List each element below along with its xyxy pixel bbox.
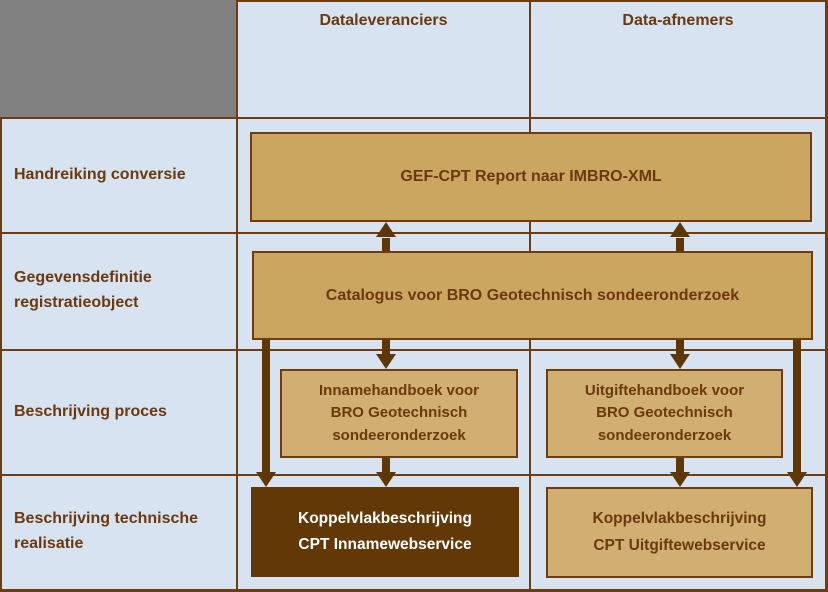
box-gef-cpt-report-naar-imbro-xml: GEF-CPT Report naar IMBRO-XML: [250, 132, 812, 222]
arrow-down-icon: [670, 472, 690, 487]
box-koppelvlakbeschrijving-cpt-innamewebservice: Koppelvlakbeschrijving CPT Innamewebserv…: [251, 487, 519, 577]
box-innamehandboek: Innamehandboek voor BRO Geotechnisch son…: [280, 369, 518, 458]
arrow-stem-catalogus-to-innamehandboek: [382, 336, 390, 355]
box-koppelvlakbeschrijving-cpt-uitgiftewebservice: Koppelvlakbeschrijving CPT Uitgiftewebse…: [546, 487, 813, 578]
grid-line-horizontal-2: [0, 232, 828, 234]
arrow-stem-catalogus-to-gef-left: [382, 238, 390, 254]
outer-border-right: [825, 0, 828, 592]
column-header-data-afnemers: Data-afnemers: [622, 12, 734, 29]
outer-border-left: [0, 0, 2, 592]
corner-gray-cell: [0, 0, 236, 117]
box-catalogus-bro-geotechnisch-sondeeronderzoek: Catalogus voor BRO Geotechnisch sondeero…: [252, 251, 813, 340]
grid-line-vertical-1: [236, 0, 238, 592]
arrow-stem-catalogus-to-koppelvlak-inname: [262, 336, 270, 472]
column-header-dataleveranciers: Dataleveranciers: [319, 12, 448, 29]
row-label-gegevensdefinitie-registratieobject: Gegevensdefinitie registratieobject: [14, 269, 152, 311]
arrow-up-icon: [376, 222, 396, 237]
arrow-up-icon: [670, 222, 690, 237]
arrow-stem-innamehandboek-to-koppelvlak: [382, 452, 390, 472]
row-label-handreiking-conversie: Handreiking conversie: [14, 165, 186, 183]
arrow-down-icon: [787, 472, 807, 487]
grid-line-horizontal-4: [0, 474, 828, 476]
arrow-stem-catalogus-to-gef-right: [676, 238, 684, 254]
outer-border-bottom: [0, 589, 828, 592]
arrow-down-icon: [376, 472, 396, 487]
box-uitgiftehandboek: Uitgiftehandboek voor BRO Geotechnisch s…: [546, 369, 783, 458]
arrow-down-icon: [256, 472, 276, 487]
row-label-beschrijving-technische-realisatie: Beschrijving technische realisatie: [14, 510, 199, 552]
arrow-down-icon: [670, 354, 690, 369]
grid-line-horizontal-1: [0, 117, 828, 119]
row-label-beschrijving-proces: Beschrijving proces: [14, 402, 167, 420]
arrow-down-icon: [376, 354, 396, 369]
arrow-stem-catalogus-to-koppelvlak-uitgifte: [793, 336, 801, 472]
arrow-stem-catalogus-to-uitgiftehandboek: [676, 336, 684, 355]
grid-line-horizontal-3: [0, 349, 828, 351]
outer-border-top: [0, 0, 828, 2]
arrow-stem-uitgiftehandboek-to-koppelvlak: [676, 452, 684, 472]
